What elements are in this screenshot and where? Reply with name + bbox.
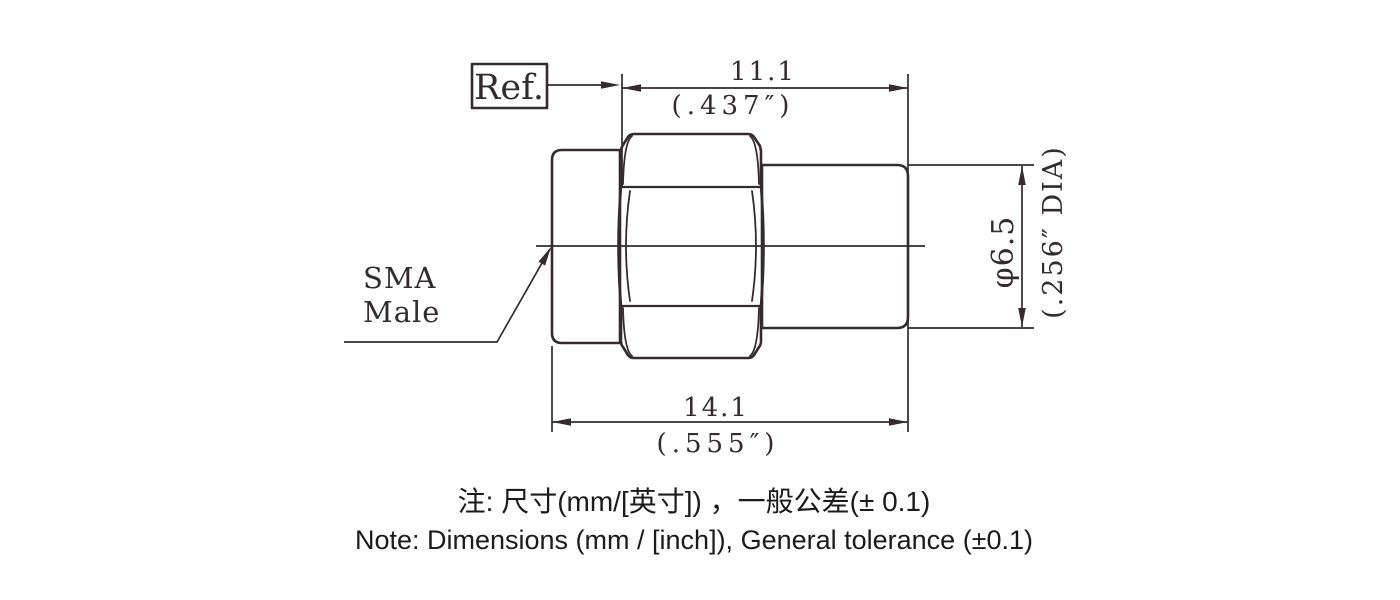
dim-dia-arrow-top — [1018, 166, 1026, 185]
dim-overall-length: 14.1 (.555″) — [551, 346, 908, 459]
dim-diameter: φ6.5 (.256″ DIA) — [908, 145, 1069, 329]
ref-leader-arrow — [601, 81, 620, 89]
ref-box — [470, 62, 549, 110]
part-label-line1: SMA — [363, 261, 437, 295]
drawing-notes: 注: 尺寸(mm/[英寸]) ，一般公差(± 0.1) Note: Dimens… — [355, 486, 1033, 555]
dim-top-length: 11.1 (.437″) — [621, 57, 909, 432]
dim-bottom-arrow-right — [889, 418, 908, 426]
dim-top-value-inch: (.437″) — [672, 91, 795, 121]
hex-chamfer-arc-bottom-left — [622, 307, 633, 357]
body-rear-section — [550, 148, 622, 345]
part-leader-line — [344, 248, 551, 343]
dim-bottom-arrow-left — [552, 418, 571, 426]
dim-dia-arrow-bottom — [1018, 308, 1026, 327]
dim-bottom-value-mm: 14.1 — [683, 393, 749, 423]
part-label-callout: SMA Male — [344, 245, 555, 343]
ref-label: Ref. — [474, 68, 544, 108]
hex-chamfer-arc-bottom-right — [749, 307, 760, 357]
ref-callout: Ref. — [470, 62, 620, 110]
note-english: Note: Dimensions (mm / [inch]), General … — [355, 525, 1033, 555]
dim-dia-value-mm: φ6.5 — [986, 216, 1021, 289]
dim-top-value-mm: 11.1 — [730, 57, 796, 87]
part-label-line2: Male — [363, 295, 440, 329]
dim-bottom-value-inch: (.555″) — [657, 429, 780, 459]
dim-top-arrow-right — [889, 84, 908, 92]
note-chinese: 注: 尺寸(mm/[英寸]) ，一般公差(± 0.1) — [458, 486, 931, 517]
hex-chamfer-arc-top-right — [749, 135, 760, 185]
dim-top-arrow-left — [622, 84, 641, 92]
dim-dia-value-inch: (.256″ DIA) — [1038, 145, 1069, 319]
hex-chamfer-arc-top-left — [622, 135, 633, 185]
